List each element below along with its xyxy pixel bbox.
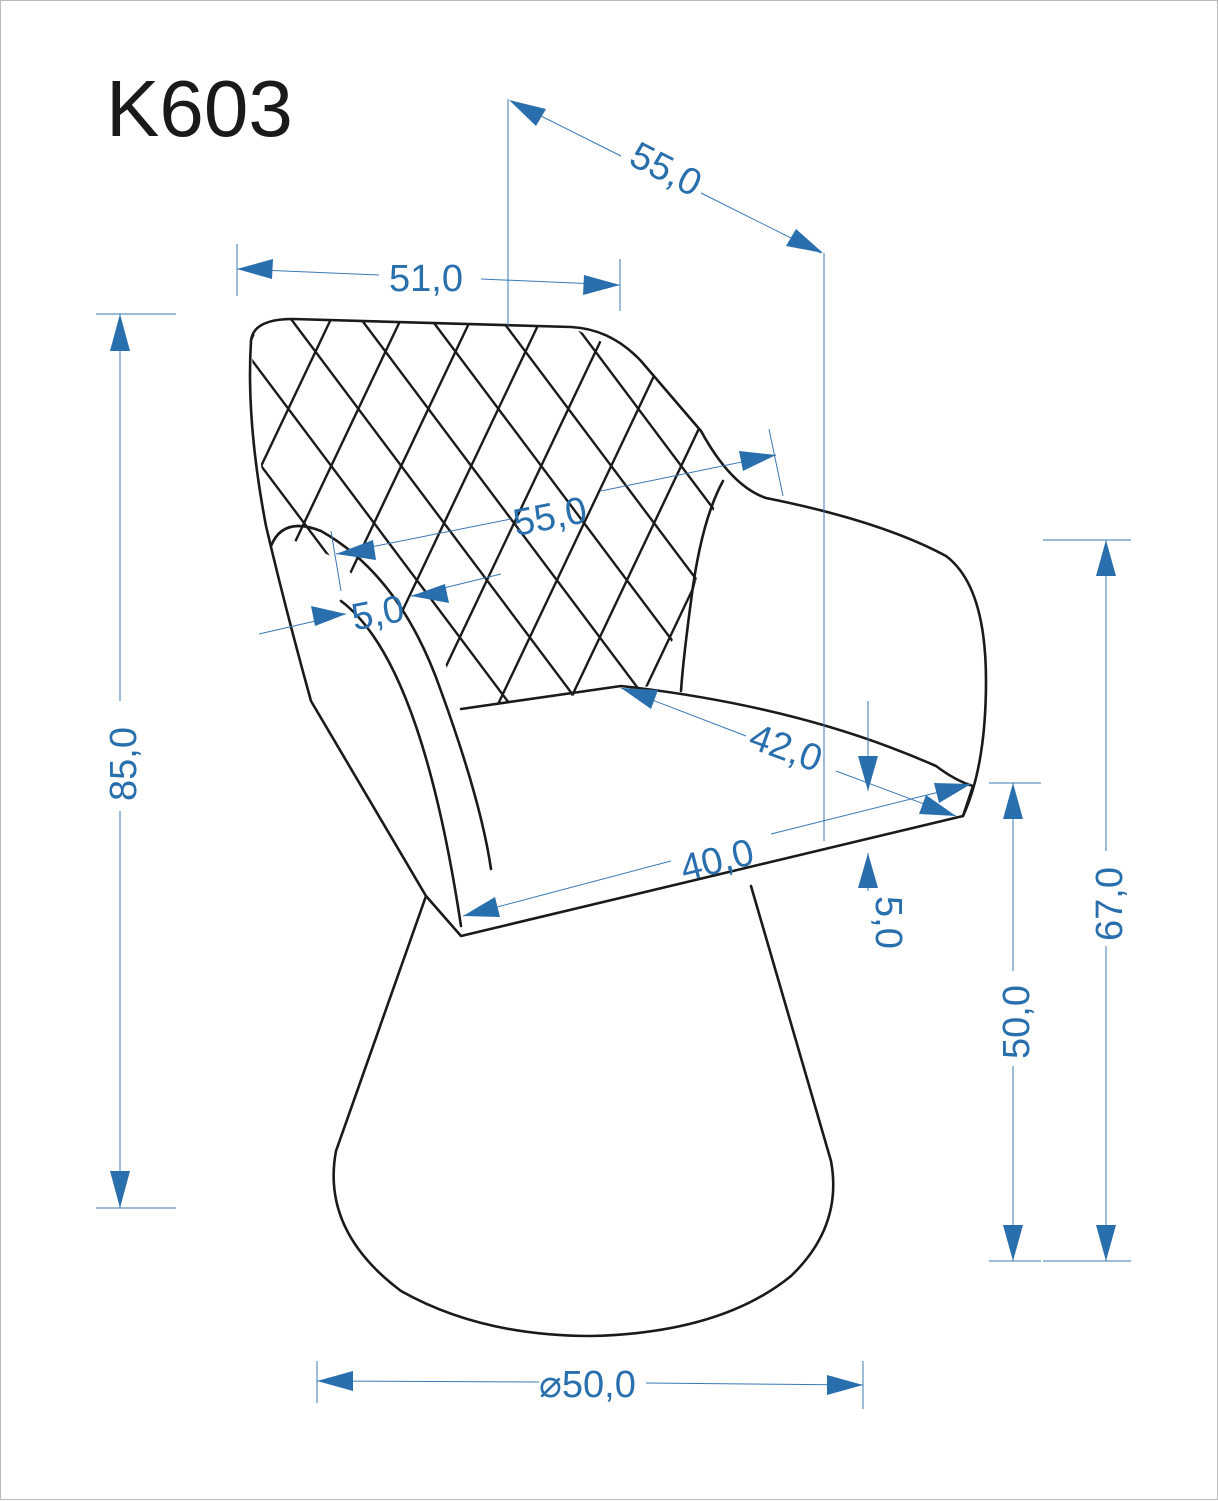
quilt-line xyxy=(251,319,263,709)
model-title: K603 xyxy=(106,64,293,153)
quilt-line xyxy=(1,319,101,719)
pedestal-base xyxy=(332,884,835,1338)
quilt-line xyxy=(699,319,721,709)
quilt-line xyxy=(771,319,961,719)
armrest-height-label: 67,0 xyxy=(1089,867,1131,941)
quilt-line xyxy=(991,319,1218,719)
quilt-line xyxy=(1,319,51,719)
quilt-line xyxy=(1,319,171,719)
quilt-line xyxy=(640,319,721,709)
seat-front-width-label: 40,0 xyxy=(676,832,758,891)
quilt-line xyxy=(911,319,1101,719)
seat-height-label: 50,0 xyxy=(996,985,1038,1059)
quilt-line xyxy=(841,319,1031,719)
quilt-line xyxy=(1,319,191,719)
quilt-line xyxy=(710,319,721,709)
seat-depth-label: 42,0 xyxy=(744,716,828,781)
quilt-line xyxy=(1,319,31,719)
seat-thickness-label: 5,0 xyxy=(867,896,909,949)
quilt-line xyxy=(1,319,241,719)
quilt-line xyxy=(489,319,683,709)
base-diameter-label: ⌀50,0 xyxy=(539,1364,636,1406)
quilt-line xyxy=(251,319,333,709)
seat-back-edge xyxy=(459,684,975,818)
quilt-line xyxy=(251,319,403,709)
chair-outline xyxy=(1,317,1218,1338)
quilt-line xyxy=(629,319,721,709)
depth-total-label: 55,0 xyxy=(623,134,708,205)
quilted-diamond-pattern xyxy=(1,319,1218,719)
quilt-line xyxy=(500,319,721,709)
quilt-line xyxy=(781,319,1081,719)
dimensions: 55,0 51,0 85,0 55,0 5,0 xyxy=(96,99,1131,1409)
quilt-line xyxy=(570,319,721,709)
quilt-line xyxy=(290,319,592,709)
armrest-width-label: 5,0 xyxy=(348,588,408,639)
left-armrest-front xyxy=(339,599,463,928)
height-total-label: 85,0 xyxy=(103,727,145,801)
quilt-line xyxy=(419,319,613,709)
quilt-line xyxy=(921,319,1218,719)
quilt-line xyxy=(1,319,121,719)
quilt-line xyxy=(251,319,522,709)
width-total-label: 51,0 xyxy=(389,258,463,300)
left-armrest-inner xyxy=(269,524,493,871)
backrest-inner-right xyxy=(679,479,725,693)
